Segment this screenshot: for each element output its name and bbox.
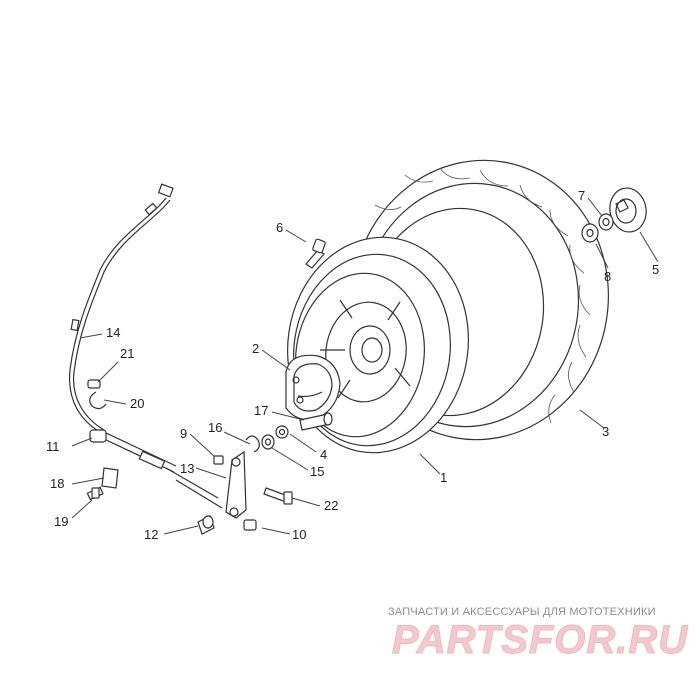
callout-6: 6	[276, 220, 283, 235]
hub-nut	[598, 213, 614, 231]
washer	[275, 425, 289, 439]
arm-bolt	[263, 487, 293, 505]
seal-ring	[261, 434, 275, 450]
callout-15: 15	[310, 464, 324, 479]
callout-labels: 1 2 3 4 5 6 7 8 9 10 11 12 13 14 15 16 1…	[46, 188, 659, 542]
adjuster-nut	[243, 519, 257, 531]
brake-cable	[68, 183, 219, 499]
callout-21: 21	[120, 346, 134, 361]
callout-11: 11	[46, 439, 60, 454]
callout-16: 16	[208, 420, 222, 435]
callout-17: 17	[254, 403, 268, 418]
callout-7: 7	[578, 188, 585, 203]
callout-4: 4	[320, 447, 327, 462]
bracket-bolt	[86, 486, 104, 501]
callout-8: 8	[604, 269, 611, 284]
callout-5: 5	[652, 262, 659, 277]
watermark-logo: PARTSFOR.RU	[392, 618, 689, 663]
callout-3: 3	[602, 424, 609, 439]
callout-18: 18	[50, 476, 64, 491]
callout-13: 13	[180, 461, 194, 476]
return-spring	[245, 435, 260, 453]
leader-lines	[71, 197, 659, 535]
cable-bracket	[101, 467, 119, 489]
callout-1: 1	[440, 470, 447, 485]
callout-10: 10	[292, 527, 306, 542]
callout-12: 12	[144, 527, 158, 542]
callout-2: 2	[252, 341, 259, 356]
brake-arm	[225, 450, 247, 519]
cable-clip	[87, 379, 107, 410]
callout-9: 9	[180, 426, 187, 441]
brake-shoes	[285, 354, 341, 421]
nut	[213, 455, 224, 465]
callout-20: 20	[130, 396, 144, 411]
tire-valve	[305, 238, 326, 269]
callout-19: 19	[54, 514, 68, 529]
hub-cap	[609, 187, 647, 233]
callout-14: 14	[106, 325, 120, 340]
brake-cam-shaft	[299, 412, 333, 431]
hub-washer	[581, 223, 599, 243]
adjuster-rod	[175, 479, 223, 509]
pin	[197, 515, 215, 535]
callout-22: 22	[324, 498, 338, 513]
watermark-tagline: ЗАПЧАСТИ И АКСЕССУАРЫ ДЛЯ МОТОТЕХНИКИ	[388, 606, 656, 618]
